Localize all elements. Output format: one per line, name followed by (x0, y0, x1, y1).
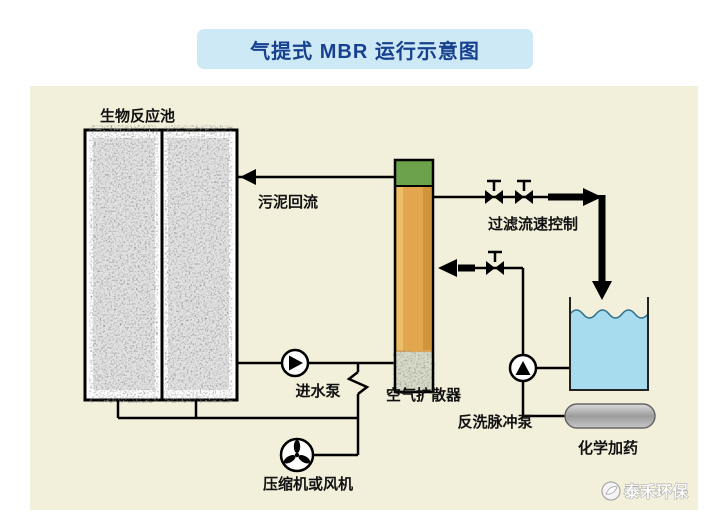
watermark-text: 泰禾环保 (623, 482, 689, 501)
permeate-down-arrow (592, 281, 612, 300)
label-filter-flow-control: 过滤流速控制 (488, 215, 578, 233)
label-chemical-dosing: 化学加药 (578, 439, 638, 457)
feed-pump-icon (280, 348, 310, 378)
diagram-labels: 生物反应池 污泥回流 过滤流速控制 进水泵 空气扩散器 压缩机或风机 反洗脉冲泵… (100, 107, 638, 493)
label-sludge-return: 污泥回流 (258, 193, 318, 211)
sludge-return-arrow (240, 169, 256, 185)
label-feed-pump: 进水泵 (295, 382, 340, 400)
chemical-doser-capsule (564, 403, 656, 429)
flow-arrows (240, 169, 612, 300)
membrane-top-cap (394, 159, 434, 187)
compressor-fan-icon (279, 437, 315, 473)
permeate-right-arrow (583, 188, 602, 206)
clean-water-tank (569, 297, 649, 391)
bioreactor-tank (83, 128, 239, 402)
watermark: 泰禾环保 (601, 481, 689, 501)
page-title: 气提式 MBR 运行示意图 (250, 40, 480, 63)
filter-valve-1-icon (485, 179, 503, 204)
backwash-left-arrow (438, 259, 457, 277)
filter-valve-2-icon (515, 179, 533, 204)
backwash-pump-icon (508, 353, 538, 383)
membrane-module (393, 158, 435, 394)
backwash-valve-icon (486, 250, 504, 275)
clean-water (569, 309, 649, 391)
zigzag-connector (346, 371, 370, 395)
label-bioreactor: 生物反应池 (100, 107, 175, 125)
pipes (116, 175, 570, 457)
label-air-diffuser: 空气扩散器 (386, 386, 462, 404)
title-banner: 气提式 MBR 运行示意图 (197, 29, 533, 69)
valves (485, 179, 533, 275)
label-compressor: 压缩机或风机 (263, 475, 353, 493)
label-backwash-pump: 反洗脉冲泵 (457, 413, 532, 431)
